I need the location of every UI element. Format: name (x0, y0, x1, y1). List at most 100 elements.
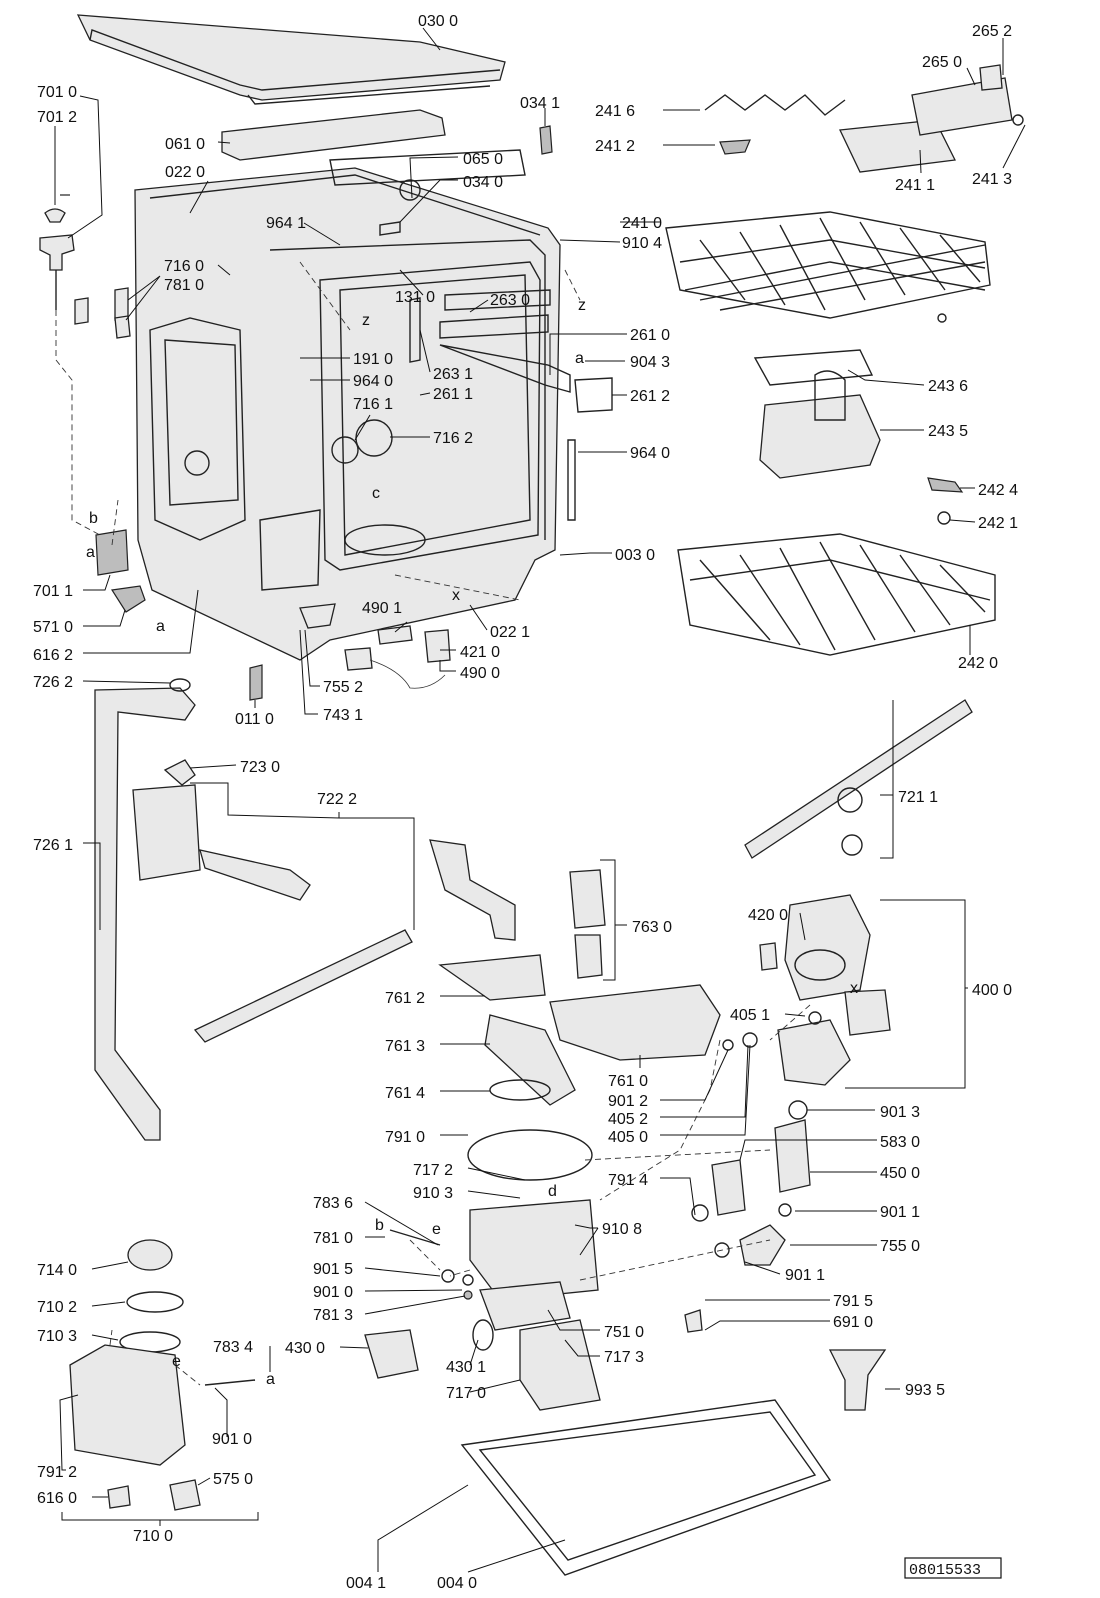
part-label: 993 5 (905, 1382, 945, 1399)
connection-letter: b (89, 510, 98, 527)
part-label: 901 1 (880, 1204, 920, 1221)
part-label: 717 2 (413, 1162, 453, 1179)
part-label: 265 0 (922, 54, 962, 71)
part-label: 241 3 (972, 171, 1012, 188)
part-label: 011 0 (235, 711, 274, 728)
part-label: 761 0 (608, 1073, 648, 1090)
assembly-dashed-lines (55, 261, 811, 1386)
part-label: 904 3 (630, 354, 670, 371)
tub-body-drawing (134, 149, 613, 661)
part-label: 571 0 (33, 619, 73, 636)
part-label: 691 0 (833, 1314, 873, 1331)
connection-letter: a (575, 350, 584, 367)
sump-and-filter-drawing (364, 839, 721, 1411)
part-label: 261 0 (630, 327, 670, 344)
reference-number-text: 08015533 (909, 1562, 981, 1579)
part-label: 751 0 (604, 1324, 644, 1341)
part-label: 755 2 (323, 679, 363, 696)
part-label: 430 0 (285, 1340, 325, 1357)
part-label: 964 0 (630, 445, 670, 462)
part-label: 710 3 (37, 1328, 77, 1345)
part-label: 030 0 (418, 13, 458, 30)
part-label: 701 1 (33, 583, 73, 600)
connection-letter: x (452, 587, 460, 604)
part-label: 616 0 (37, 1490, 77, 1507)
part-label: 583 0 (880, 1134, 920, 1151)
part-label: 901 0 (212, 1431, 252, 1448)
part-label: 616 2 (33, 647, 73, 664)
part-label: 910 8 (602, 1221, 642, 1238)
part-label: 710 0 (133, 1528, 173, 1545)
spray-arms-drawing (193, 699, 973, 1043)
part-label: 716 1 (353, 396, 393, 413)
connection-letter: z (578, 297, 586, 314)
leader-lines (54, 27, 1026, 1573)
part-label: 490 0 (460, 665, 500, 682)
part-label: 791 4 (608, 1172, 648, 1189)
connection-letter: a (156, 618, 165, 635)
part-label: 263 1 (433, 366, 473, 383)
part-label: 910 4 (622, 235, 662, 252)
part-label: 781 3 (313, 1307, 353, 1324)
pump-drawing (684, 894, 891, 1333)
part-label: 243 6 (928, 378, 968, 395)
connection-letter: a (86, 544, 95, 561)
connection-letter: b (375, 1217, 384, 1234)
part-label: 701 0 (37, 84, 77, 101)
part-label: 065 0 (463, 151, 503, 168)
part-label: 901 5 (313, 1261, 353, 1278)
part-label: 241 2 (595, 138, 635, 155)
part-label: 261 1 (433, 386, 473, 403)
part-label: 726 1 (33, 837, 73, 854)
part-label: 783 6 (313, 1195, 353, 1212)
part-label: 242 1 (978, 515, 1018, 532)
part-label: 901 2 (608, 1093, 648, 1110)
part-label: 964 1 (266, 215, 306, 232)
part-label: 721 1 (898, 789, 938, 806)
connection-letter: e (432, 1221, 441, 1238)
lower-basket-drawing (677, 533, 996, 656)
part-label: 723 0 (240, 759, 280, 776)
part-label: 003 0 (615, 547, 655, 564)
part-label: 242 0 (958, 655, 998, 672)
part-label: 490 1 (362, 600, 402, 617)
part-label: 430 1 (446, 1359, 486, 1376)
part-label: 717 3 (604, 1349, 644, 1366)
part-label: 575 0 (213, 1471, 253, 1488)
parts-drawings (39, 14, 1024, 1576)
part-label: 717 0 (446, 1385, 486, 1402)
connection-letter: d (548, 1183, 557, 1200)
part-label: 781 0 (313, 1230, 353, 1247)
part-label: 726 2 (33, 674, 73, 691)
part-label: 901 1 (785, 1267, 825, 1284)
part-label: 261 2 (630, 388, 670, 405)
part-label: 421 0 (460, 644, 500, 661)
part-label: 400 0 (972, 982, 1012, 999)
part-label: 761 2 (385, 990, 425, 1007)
worktop-drawing (76, 14, 506, 105)
part-label: 405 1 (730, 1007, 770, 1024)
part-label: 710 2 (37, 1299, 77, 1316)
part-label: 722 2 (317, 791, 357, 808)
part-label: 405 2 (608, 1111, 648, 1128)
part-label: 263 0 (490, 292, 530, 309)
part-label: 716 2 (433, 430, 473, 447)
small-parts-top-right (539, 64, 1024, 525)
part-number-labels: 030 0 265 2 265 0 701 0 701 2 034 1 241 … (33, 13, 1018, 1592)
part-label: 022 0 (165, 164, 205, 181)
reference-number: 08015533 (904, 1557, 1002, 1579)
base-tray-drawing (460, 1349, 887, 1576)
part-label: 241 1 (895, 177, 935, 194)
connection-letter: x (850, 980, 858, 997)
part-label: 743 1 (323, 707, 363, 724)
part-label: 034 1 (520, 95, 560, 112)
part-label: 761 4 (385, 1085, 425, 1102)
part-label: 761 3 (385, 1038, 425, 1055)
part-label: 783 4 (213, 1339, 253, 1356)
part-label: 061 0 (165, 136, 205, 153)
part-label: 791 5 (833, 1293, 873, 1310)
part-label: 420 0 (748, 907, 788, 924)
part-label: 901 0 (313, 1284, 353, 1301)
connection-letter: z (362, 312, 370, 329)
part-label: 716 0 (164, 258, 204, 275)
